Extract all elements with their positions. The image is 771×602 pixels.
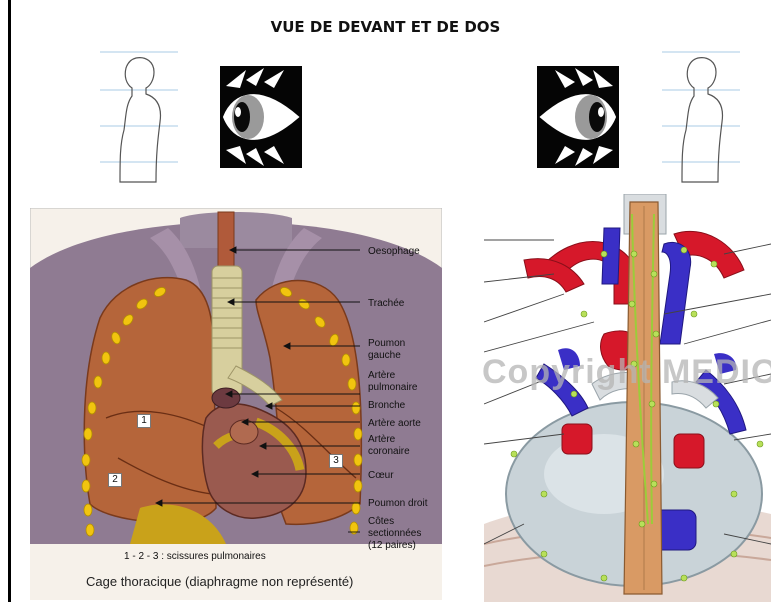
eye-right-icon <box>537 66 619 168</box>
left-frame-border <box>8 0 11 602</box>
label-artere-pulmonaire-1: Artère <box>368 370 395 381</box>
label-artere-pulmonaire-2: pulmonaire <box>368 382 417 393</box>
page-title: VUE DE DEVANT ET DE DOS <box>0 18 771 36</box>
label-cotes-2: sectionnées <box>368 528 421 539</box>
esophagus-back <box>624 202 662 594</box>
label-poumon-droit: Poumon droit <box>368 498 427 509</box>
eye-left-icon <box>220 66 302 168</box>
label-poumon-gauche-1: Poumon <box>368 338 405 349</box>
label-bronche: Bronche <box>368 400 405 411</box>
fissure-number-1: 1 <box>137 414 151 428</box>
caption-main: Cage thoracique (diaphragme non représen… <box>86 574 353 589</box>
back-thorax-illustration <box>484 194 771 602</box>
silhouette-left-icon <box>98 50 180 185</box>
label-oesophage: Oesophage <box>368 246 420 257</box>
esophagus-front <box>218 212 234 266</box>
silhouette-right-icon <box>660 50 742 185</box>
fissure-number-3: 3 <box>329 454 343 468</box>
label-coeur: Cœur <box>368 470 394 481</box>
label-cotes-1: Côtes <box>368 516 394 527</box>
label-trachee: Trachée <box>368 298 404 309</box>
right-lung <box>84 278 216 524</box>
copyright-watermark: Copyright MEDIOS <box>482 353 771 392</box>
label-artere-coronaire-2: coronaire <box>368 446 410 457</box>
caption-fissures: 1 - 2 - 3 : scissures pulmonaires <box>124 551 266 562</box>
label-cotes-3: (12 paires) <box>368 540 416 551</box>
label-poumon-gauche-2: gauche <box>368 350 401 361</box>
label-artere-aorte: Artère aorte <box>368 418 421 429</box>
fissure-number-2: 2 <box>108 473 122 487</box>
label-artere-coronaire-1: Artère <box>368 434 395 445</box>
